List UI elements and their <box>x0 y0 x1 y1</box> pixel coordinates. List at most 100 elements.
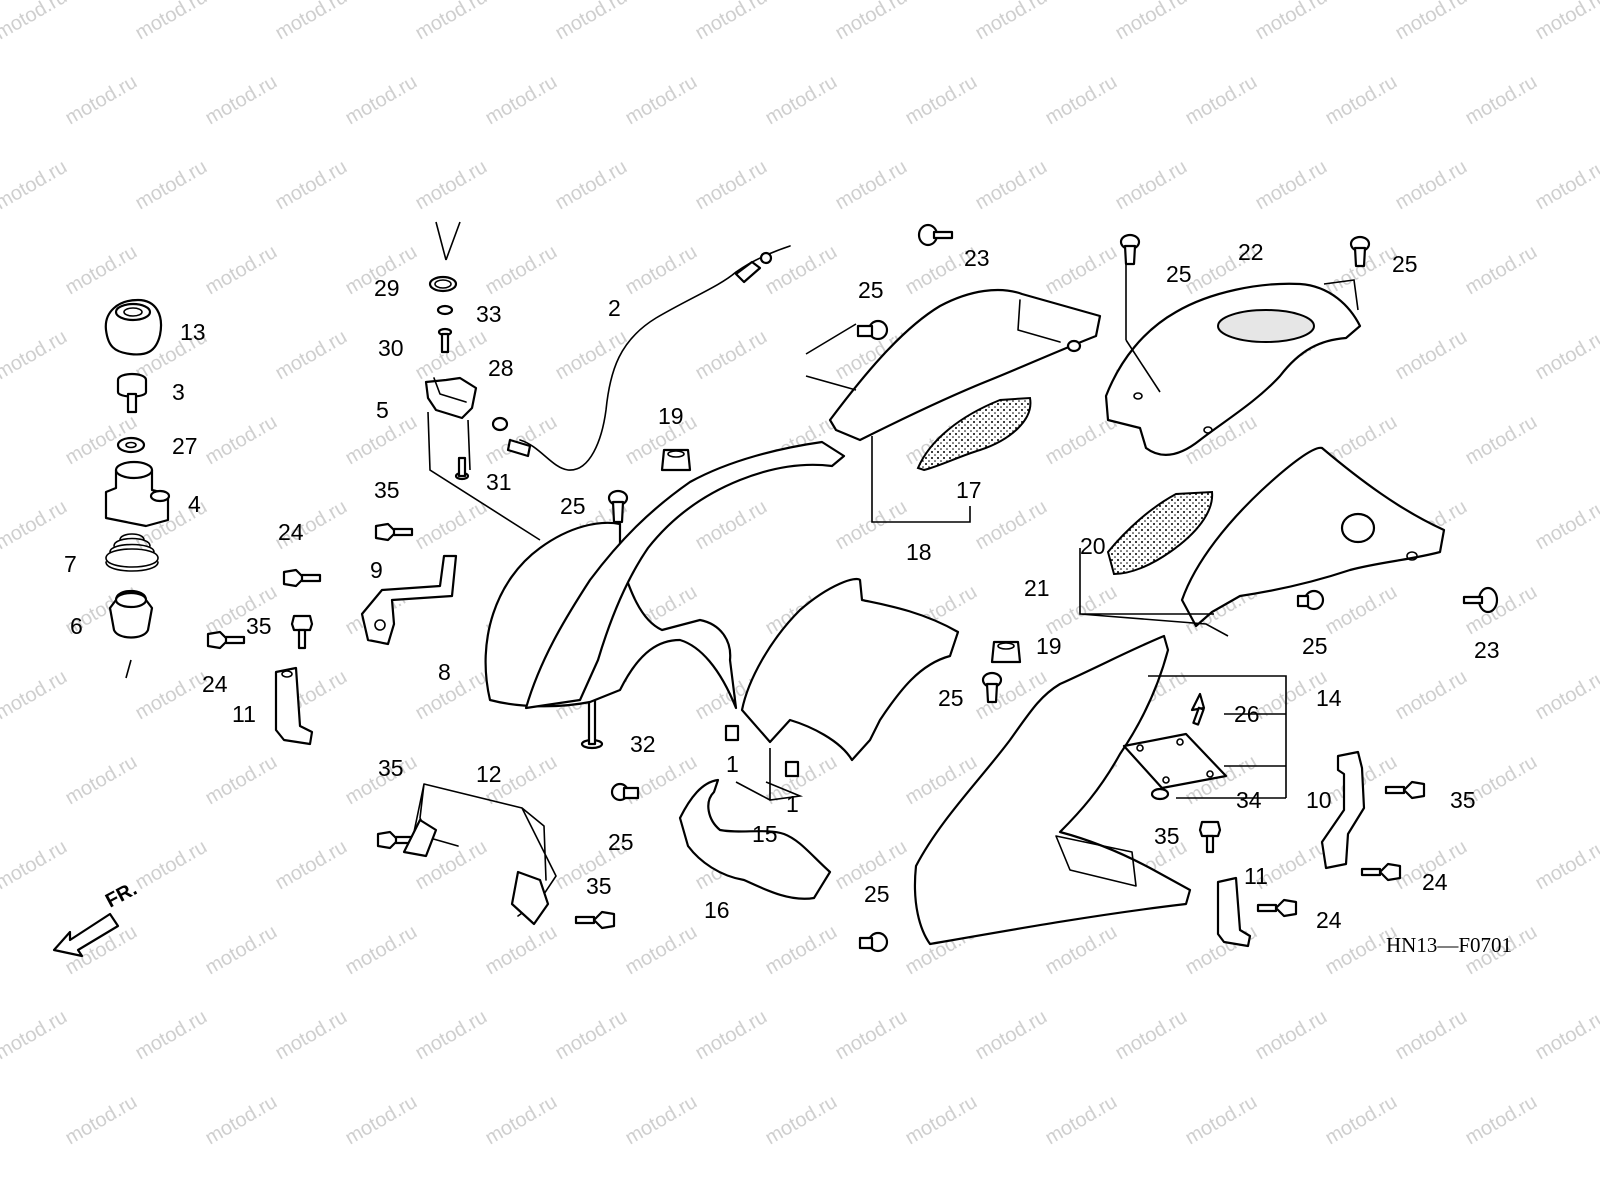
grommet-19a <box>660 448 692 472</box>
callout-9: 9 <box>370 557 383 583</box>
watermark-text: motod.ru <box>972 1006 1051 1065</box>
callout-25-e: 25 <box>1166 261 1192 287</box>
callout-layer: 13 3 27 4 7 6 29 33 30 5 28 31 2 35 9 24… <box>64 239 1500 933</box>
callout-21: 21 <box>1024 575 1050 601</box>
watermark-text: motod.ru <box>132 156 211 215</box>
watermark-text: motod.ru <box>1392 326 1471 385</box>
callout-23-b: 23 <box>1474 637 1500 663</box>
watermark-text: motod.ru <box>1182 71 1261 130</box>
part-8-inner-frame <box>524 440 846 710</box>
callout-30: 30 <box>378 335 404 361</box>
callout-4: 4 <box>188 491 201 517</box>
part-11b-bracket <box>1216 876 1252 948</box>
callout-22: 22 <box>1238 239 1264 265</box>
watermark-text: motod.ru <box>0 666 71 725</box>
watermark-text: motod.ru <box>552 0 631 44</box>
watermark-text: motod.ru <box>902 71 981 130</box>
callout-15: 15 <box>752 821 778 847</box>
callout-25-b: 25 <box>608 829 634 855</box>
watermark-text: motod.ru <box>412 666 491 725</box>
watermark-text: motod.ru <box>972 0 1051 44</box>
callout-18: 18 <box>906 539 932 565</box>
watermark-text: motod.ru <box>1392 666 1471 725</box>
watermark-text: motod.ru <box>1532 156 1600 215</box>
callout-31: 31 <box>486 469 512 495</box>
watermark-text: motod.ru <box>622 71 701 130</box>
callout-34: 34 <box>1236 787 1262 813</box>
part-4-housing <box>104 460 171 528</box>
callout-6: 6 <box>70 613 83 639</box>
watermark-text: motod.ru <box>0 0 71 44</box>
watermark-text: motod.ru <box>1532 836 1600 895</box>
watermark-text: motod.ru <box>202 1091 281 1150</box>
watermark-text: motod.ru <box>272 326 351 385</box>
watermark-text: motod.ru <box>0 1006 71 1065</box>
callout-24-b: 24 <box>202 671 228 697</box>
part-33-washer <box>436 304 454 316</box>
callout-35-a: 35 <box>374 477 400 503</box>
part-20-pad <box>1106 490 1214 576</box>
part-22-rear-top <box>1104 282 1362 456</box>
watermark-text: motod.ru <box>272 1006 351 1065</box>
watermark-text: motod.ru <box>62 241 141 300</box>
watermark-text: motod.ru <box>762 71 841 130</box>
part-30-screw <box>437 327 453 354</box>
watermark-text: motod.ru <box>1322 581 1401 640</box>
watermark-text: motod.ru <box>832 0 911 44</box>
callout-35-b: 35 <box>246 613 272 639</box>
part-31-screw <box>454 456 470 481</box>
watermark-text: motod.ru <box>762 921 841 980</box>
callout-3: 3 <box>172 379 185 405</box>
watermark-text: motod.ru <box>1322 71 1401 130</box>
part-12-bracket <box>402 783 557 926</box>
callout-11-b: 11 <box>1244 863 1268 889</box>
watermark-layer: motod.ru motod.ru motod.ru motod.ru motod.ru… <box>0 0 1600 1149</box>
watermark-text: motod.ru <box>132 836 211 895</box>
callout-19-b: 19 <box>1036 633 1062 659</box>
watermark-text: motod.ru <box>1042 581 1121 640</box>
part-11-bracket <box>274 666 314 746</box>
callout-10: 10 <box>1306 787 1332 813</box>
watermark-text: motod.ru <box>692 156 771 215</box>
watermark-text: motod.ru <box>762 241 841 300</box>
watermark-text: motod.ru <box>692 326 771 385</box>
watermark-text: motod.ru <box>1462 1091 1541 1150</box>
watermark-text: motod.ru <box>1112 1006 1191 1065</box>
watermark-text: motod.ru <box>342 71 421 130</box>
callout-20: 20 <box>1080 533 1106 559</box>
watermark-text: motod.ru <box>692 1006 771 1065</box>
callout-1-b: 1 <box>786 791 799 817</box>
part-17-pad <box>916 396 1032 472</box>
watermark-text: motod.ru <box>552 326 631 385</box>
callout-1-a: 1 <box>726 751 739 777</box>
watermark-text: motod.ru <box>1532 496 1600 555</box>
watermark-text: motod.ru <box>1462 581 1541 640</box>
callout-17: 17 <box>956 477 982 503</box>
callout-19-a: 19 <box>658 403 684 429</box>
part-1-clips <box>724 724 800 778</box>
part-29-seal <box>428 275 458 293</box>
watermark-text: motod.ru <box>552 156 631 215</box>
part-7-spring <box>105 533 159 572</box>
callout-26: 26 <box>1234 701 1260 727</box>
callout-33: 33 <box>476 301 502 327</box>
watermark-text: motod.ru <box>62 71 141 130</box>
watermark-text: motod.ru <box>1462 71 1541 130</box>
watermark-text: motod.ru <box>272 836 351 895</box>
watermark-text: motod.ru <box>1252 1006 1331 1065</box>
watermark-text: motod.ru <box>1532 326 1600 385</box>
callout-35-d: 35 <box>586 873 612 899</box>
watermark-text: motod.ru <box>0 156 71 215</box>
callout-32: 32 <box>630 731 656 757</box>
watermark-text: motod.ru <box>342 1091 421 1150</box>
callout-16: 16 <box>704 897 730 923</box>
watermark-text: motod.ru <box>972 156 1051 215</box>
part-3-gear <box>116 372 148 414</box>
watermark-text: motod.ru <box>832 156 911 215</box>
watermark-text: motod.ru <box>762 1091 841 1150</box>
watermark-text: motod.ru <box>62 1091 141 1150</box>
watermark-text: motod.ru <box>692 0 771 44</box>
watermark-text: motod.ru <box>1182 1091 1261 1150</box>
callout-35-e: 35 <box>1450 787 1476 813</box>
